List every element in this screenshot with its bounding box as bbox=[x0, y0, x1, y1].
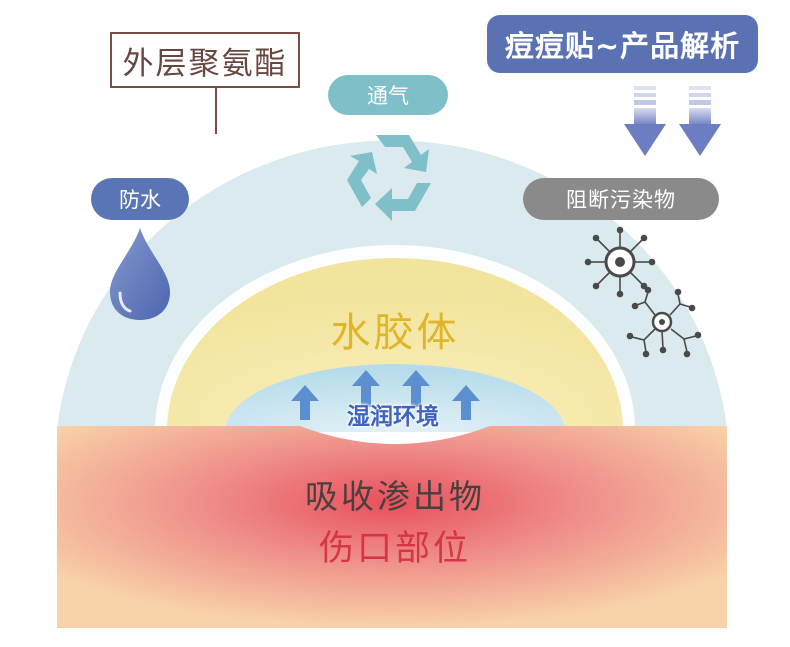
bacteria-icon bbox=[584, 226, 702, 358]
outer-layer-label: 外层聚氨酯 bbox=[110, 32, 300, 88]
absorb-exudate-label: 吸收渗出物 bbox=[305, 477, 485, 516]
block-pollutants-badge: 阻断污染物 bbox=[523, 178, 719, 220]
breathable-badge: 通气 bbox=[328, 75, 448, 115]
water-drop-icon bbox=[110, 228, 170, 320]
skin-layer bbox=[57, 426, 727, 628]
moist-environment-label: 湿润环境 bbox=[347, 404, 439, 430]
header-title: 痘痘贴~产品解析 bbox=[487, 15, 758, 73]
down-arrows-icon bbox=[624, 86, 721, 156]
waterproof-badge: 防水 bbox=[91, 178, 189, 220]
recycle-icon bbox=[347, 135, 431, 221]
up-arrow-icon bbox=[291, 370, 480, 420]
hydrocolloid-label: 水胶体 bbox=[330, 310, 460, 356]
wound-site-label: 伤口部位 bbox=[318, 529, 471, 569]
